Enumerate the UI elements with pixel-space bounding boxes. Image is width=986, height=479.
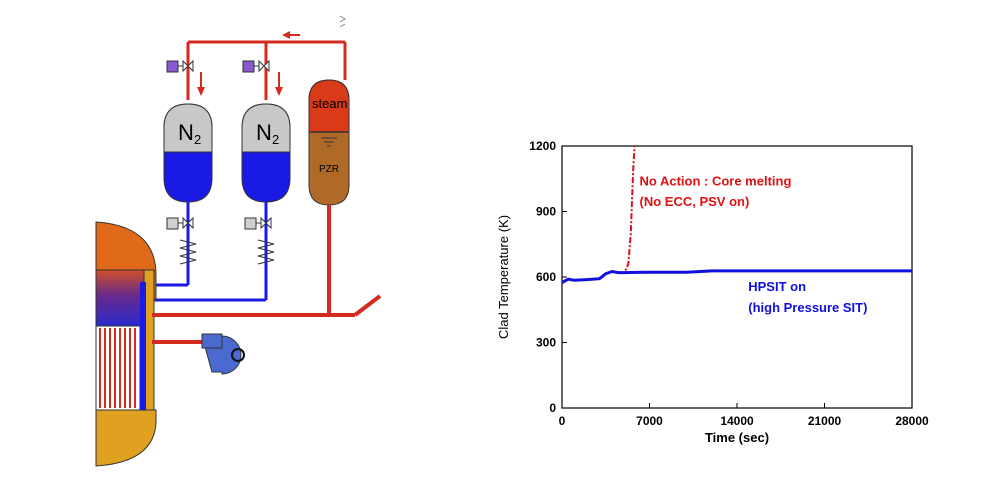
pressurizer-label: PZR bbox=[319, 164, 339, 175]
x-axis-label: Time (sec) bbox=[705, 430, 769, 445]
sit-tank-2: N 2 bbox=[241, 103, 291, 203]
check-valve-springs bbox=[179, 239, 275, 265]
annotation-hpsit-detail: (high Pressure SIT) bbox=[748, 300, 867, 315]
header-flow-arrow-icon bbox=[282, 31, 300, 39]
down-arrow-icon-1 bbox=[197, 72, 205, 96]
fuel-rods bbox=[99, 328, 136, 408]
reactor-schematic: N 2 N 2 steam bbox=[95, 15, 382, 467]
pressurizer: steam PZR bbox=[308, 79, 350, 206]
isolation-valve-2 bbox=[244, 216, 272, 230]
vent-valve-2 bbox=[242, 59, 270, 73]
y-tick-label: 900 bbox=[536, 205, 556, 219]
vent-valve-1 bbox=[166, 59, 194, 73]
y-tick-label: 0 bbox=[549, 401, 556, 415]
x-tick-label: 28000 bbox=[895, 414, 929, 428]
annotation-no-action-detail: (No ECC, PSV on) bbox=[640, 194, 750, 209]
y-tick-label: 1200 bbox=[529, 139, 556, 153]
top-header-pipe bbox=[186, 40, 347, 100]
x-tick-label: 21000 bbox=[808, 414, 842, 428]
series-hpsit-line bbox=[561, 269, 912, 284]
annotation-no-action: No Action : Core melting bbox=[640, 173, 792, 188]
x-tick-label: 14000 bbox=[720, 414, 754, 428]
tank1-label: N bbox=[178, 120, 194, 145]
series-no-action-line bbox=[561, 145, 636, 284]
level-marker-icon bbox=[321, 137, 337, 147]
y-tick-label: 600 bbox=[536, 270, 556, 284]
down-arrow-icon-2 bbox=[275, 72, 283, 96]
annotation-hpsit: HPSIT on bbox=[748, 279, 806, 294]
pipe-break-icon bbox=[339, 15, 346, 28]
coolant-pump-icon bbox=[201, 333, 245, 375]
x-tick-label: 7000 bbox=[636, 414, 663, 428]
y-tick-label: 300 bbox=[536, 336, 556, 350]
reactor-vessel bbox=[95, 221, 157, 467]
sit-tank-1: N 2 bbox=[163, 103, 213, 203]
tank2-subscript: 2 bbox=[272, 132, 279, 147]
tank2-label: N bbox=[256, 120, 272, 145]
y-axis-label: Clad Temperature (K) bbox=[496, 215, 511, 339]
hot-leg bbox=[152, 294, 382, 317]
x-tick-label: 0 bbox=[559, 414, 566, 428]
isolation-valve-1 bbox=[166, 216, 194, 230]
sit-discharge-lines bbox=[152, 202, 268, 302]
pressurizer-steam-label: steam bbox=[312, 96, 347, 111]
tank1-subscript: 2 bbox=[194, 132, 201, 147]
